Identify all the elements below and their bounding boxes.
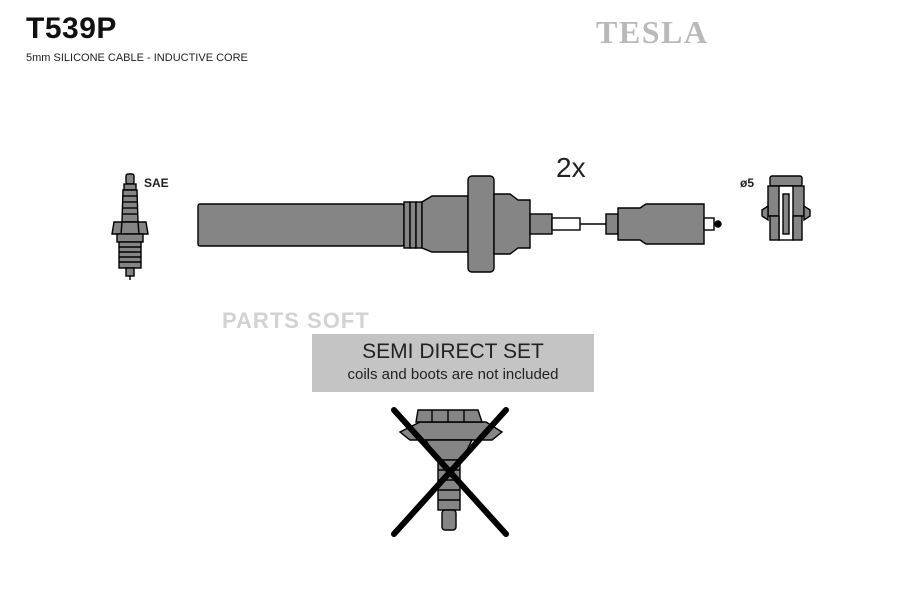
cable-description: 5mm SILICONE CABLE - INDUCTIVE CORE xyxy=(26,52,248,64)
part-code: T539P xyxy=(26,12,117,45)
notice-title: SEMI DIRECT SET xyxy=(362,340,544,363)
spark-plug-icon xyxy=(111,173,149,280)
quantity-label: 2x xyxy=(556,152,586,183)
brand-logo: TESLA xyxy=(596,14,709,50)
watermark: PARTS SOFT xyxy=(222,308,370,333)
crossed-out-coil-icon xyxy=(391,407,509,537)
notice-note: coils and boots are not included xyxy=(347,366,559,383)
semi-direct-set-notice: SEMI DIRECT SET coils and boots are not … xyxy=(312,334,594,392)
coil-end-label: ø5 xyxy=(740,176,755,190)
plug-end-label: SAE xyxy=(144,176,169,190)
ignition-lead-icon xyxy=(197,175,722,273)
coil-terminal-icon xyxy=(761,175,811,241)
